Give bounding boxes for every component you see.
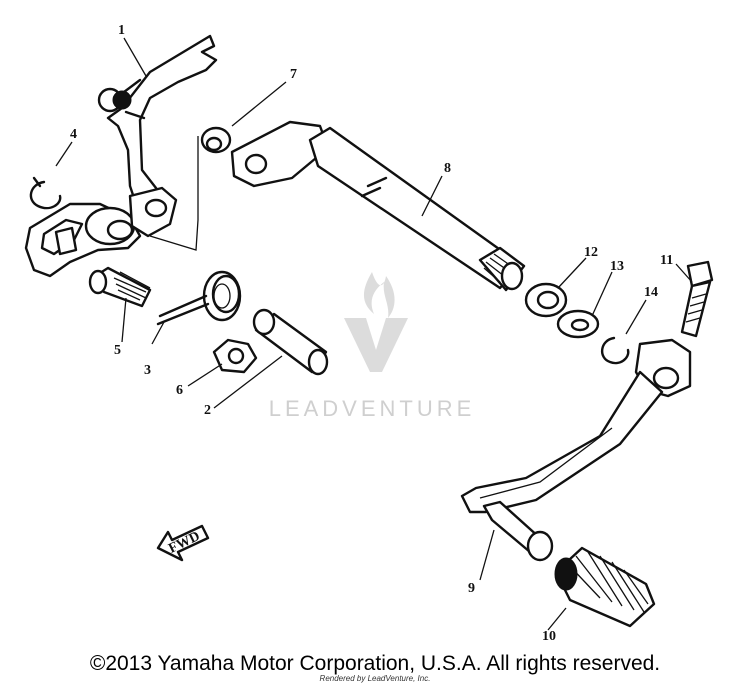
- callout-1: 1: [118, 23, 125, 38]
- change-pedal: [460, 338, 692, 514]
- part-1-shift-arm: [24, 34, 218, 278]
- callout-5: 5: [114, 343, 121, 358]
- part-7-washer: [200, 126, 232, 154]
- part-13-flat-washer: [556, 309, 600, 339]
- callout-labels: 1 2 3 4 5 6 7 8 9 10 11 12 13 14: [70, 23, 673, 644]
- part-6-nut: [212, 338, 258, 374]
- part-3-torsion-spring: [156, 270, 242, 326]
- exploded-parts-diagram: LEADVENTURE: [24, 23, 714, 644]
- watermark-text: LEADVENTURE: [269, 396, 476, 421]
- part-9-pedal-pin: [482, 500, 554, 562]
- forward-direction-arrow: FWD: [156, 524, 210, 562]
- part-8-shift-shaft: [230, 120, 526, 292]
- part-2-collar: [252, 308, 329, 376]
- callout-6: 6: [176, 383, 183, 398]
- render-credit: Rendered by LeadVenture, Inc.: [319, 674, 431, 683]
- part-5-stopper-bolt: [88, 266, 152, 308]
- callout-9: 9: [468, 581, 475, 596]
- callout-8: 8: [444, 161, 451, 176]
- leader-lines: [55, 37, 693, 631]
- part-4-circlip: [29, 176, 62, 210]
- callout-4: 4: [70, 127, 77, 142]
- callout-3: 3: [144, 363, 151, 378]
- callout-13: 13: [610, 259, 624, 274]
- callout-12: 12: [584, 245, 598, 260]
- copyright-notice: ©2013 Yamaha Motor Corporation, U.S.A. A…: [89, 652, 661, 675]
- callout-7: 7: [290, 67, 297, 82]
- watermark-logo: LEADVENTURE: [269, 272, 476, 421]
- callout-14: 14: [644, 285, 658, 300]
- part-12-oil-seal: [524, 282, 568, 318]
- callout-10: 10: [542, 629, 556, 644]
- part-11-bolt: [680, 260, 714, 338]
- callout-11: 11: [660, 253, 673, 268]
- part-10-pedal-rubber: [554, 546, 656, 628]
- part-14-circlip: [601, 336, 630, 365]
- callout-2: 2: [204, 403, 211, 418]
